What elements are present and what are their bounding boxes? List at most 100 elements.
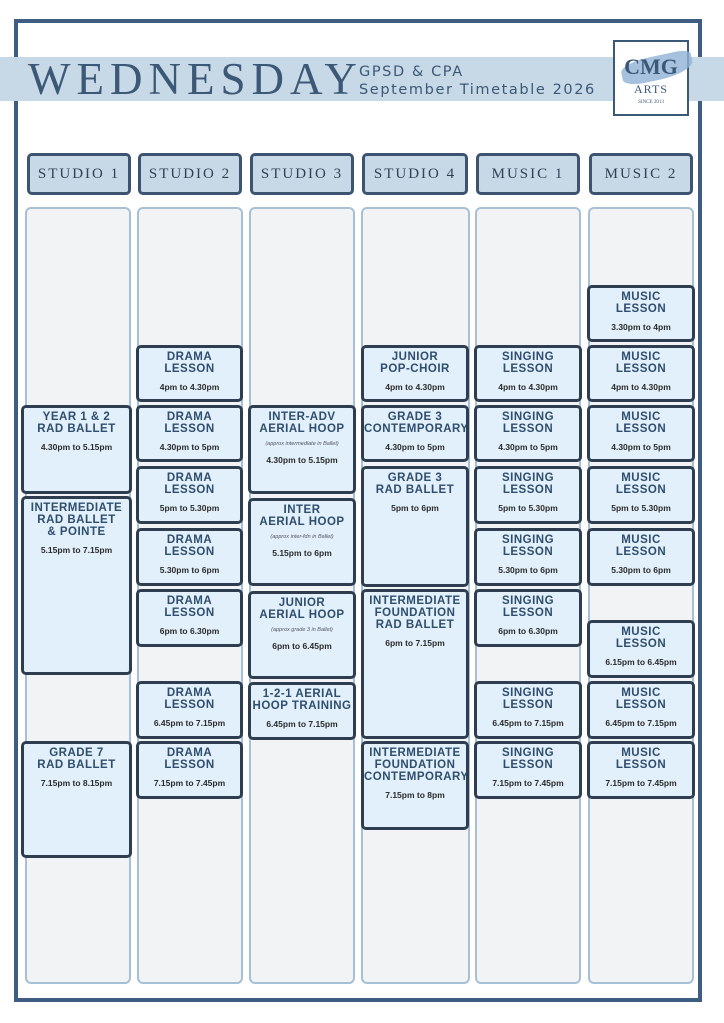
class-title-line: 1-2-1 AERIAL xyxy=(262,688,342,700)
page-subtitle: GPSD & CPA September Timetable 2026 xyxy=(359,63,596,99)
class-title-line: LESSON xyxy=(164,759,215,771)
class-title-line: DRAMA xyxy=(166,687,213,699)
class-time: 5.15pm to 6pm xyxy=(272,548,332,558)
class-title-line: DRAMA xyxy=(166,747,213,759)
class-title-line: MUSIC xyxy=(621,626,661,638)
class-time: 5.15pm to 7.15pm xyxy=(40,545,113,555)
class-title-line: LESSON xyxy=(615,363,667,375)
class-note: (approx inter-fdn in Ballet) xyxy=(270,534,334,540)
class-title-line: RAD BALLET xyxy=(375,484,455,496)
class-time: 7.15pm to 7.45pm xyxy=(605,778,677,788)
class-time: 5.30pm to 6pm xyxy=(611,565,671,575)
class-time: 4.30pm to 5pm xyxy=(611,442,671,452)
class-title-line: & POINTE xyxy=(47,526,106,538)
class-note: (approx intermediate in Ballet) xyxy=(265,441,339,447)
class-title-line: POP-CHOIR xyxy=(380,363,450,375)
class-title-line: FOUNDATION xyxy=(374,759,456,771)
class-time: 4.30pm to 5pm xyxy=(498,442,558,452)
logo-name: CMG xyxy=(624,54,678,79)
class-time: 5pm to 6pm xyxy=(391,503,439,513)
class-time: 6.45pm to 7.15pm xyxy=(492,718,564,728)
class-title-line: INTERMEDIATE xyxy=(30,502,123,514)
class-title-line: SINGING xyxy=(501,411,555,423)
class-title-line: FOUNDATION xyxy=(374,607,456,619)
class-time: 4.30pm to 5.15pm xyxy=(40,442,113,452)
logo-since: SINCE 2013 xyxy=(638,100,664,105)
column-header-music-2: MUSIC 2 xyxy=(589,153,693,195)
class-title-line: MUSIC xyxy=(621,472,661,484)
class-title-line: INTERMEDIATE xyxy=(369,595,461,607)
class-title-line: LESSON xyxy=(502,699,554,711)
class-title-line: LESSON xyxy=(502,484,554,496)
class-title-line: LESSON xyxy=(615,546,667,558)
class-title-line: LESSON xyxy=(615,303,667,315)
class-title-line: DRAMA xyxy=(166,534,213,546)
class-title-line: RAD BALLET xyxy=(375,619,455,631)
class-title-line: MUSIC xyxy=(621,351,661,363)
class-title-line: LESSON xyxy=(502,759,554,771)
column-header-music-1: MUSIC 1 xyxy=(476,153,580,195)
class-time: 5pm to 5.30pm xyxy=(159,503,220,513)
logo-sub: ARTS xyxy=(634,82,668,96)
class-time: 6.45pm to 7.15pm xyxy=(153,718,226,728)
page-title: WEDNESDAY xyxy=(28,54,363,104)
class-title-line: GRADE 3 xyxy=(387,411,443,423)
class-title-line: GRADE 3 xyxy=(387,472,443,484)
class-time: 6.15pm to 6.45pm xyxy=(605,657,677,667)
class-title-line: LESSON xyxy=(164,484,215,496)
column-header-studio-1: STUDIO 1 xyxy=(27,153,131,195)
class-title-line: LESSON xyxy=(615,638,667,650)
class-note: (approx grade 3 in Ballet) xyxy=(271,627,333,633)
class-time: 5.30pm to 6pm xyxy=(498,565,558,575)
class-time: 4pm to 4.30pm xyxy=(385,382,445,392)
class-time: 4.30pm to 5pm xyxy=(385,442,445,452)
class-time: 6.45pm to 7.15pm xyxy=(605,718,677,728)
class-time: 4pm to 4.30pm xyxy=(611,382,671,392)
class-title-line: MUSIC xyxy=(621,291,661,303)
class-title-line: YEAR 1 & 2 xyxy=(42,411,111,423)
class-title-line: CONTEMPORARY xyxy=(364,423,469,435)
class-time: 5.30pm to 6pm xyxy=(159,565,220,575)
subtitle-line-1: GPSD & CPA xyxy=(359,64,464,80)
class-title-line: MUSIC xyxy=(621,747,661,759)
